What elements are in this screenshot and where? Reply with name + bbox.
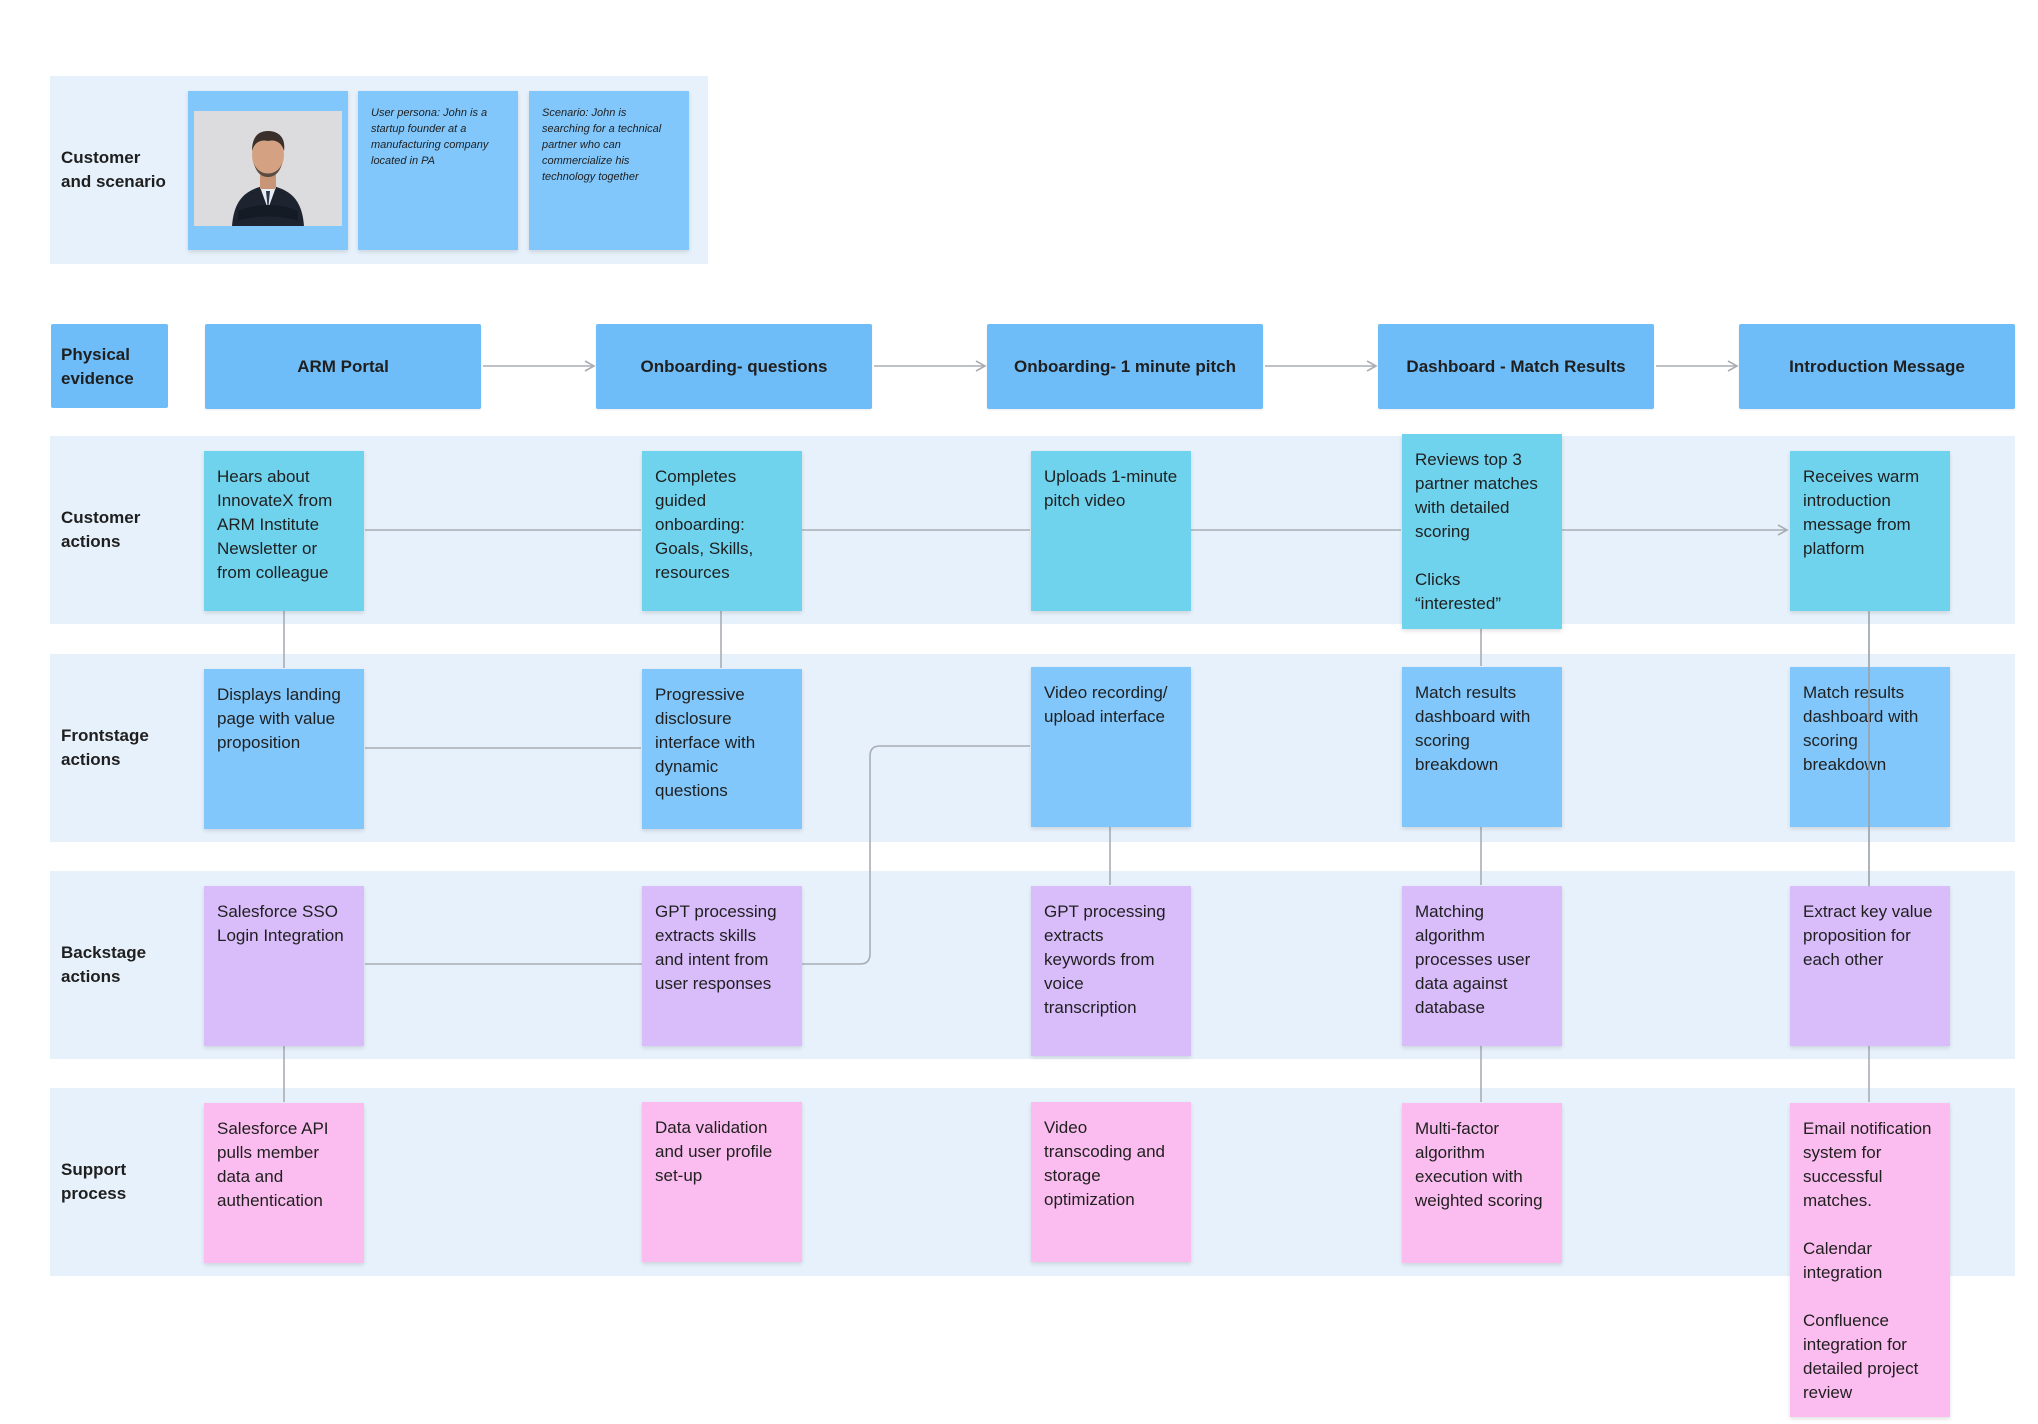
customer-action-1[interactable]: Hears about InnovateX from ARM Institute…	[204, 451, 364, 611]
frontstage-action-1[interactable]: Displays landing page with value proposi…	[204, 669, 364, 829]
frontstage-action-5[interactable]: Match results dashboard with scoring bre…	[1790, 667, 1950, 827]
lane-label-frontstage-actions: Frontstage actions	[61, 726, 149, 769]
customer-action-2[interactable]: Completes guided onboarding: Goals, Skil…	[642, 451, 802, 611]
frontstage-action-4[interactable]: Match results dashboard with scoring bre…	[1402, 667, 1562, 827]
scenario-note[interactable]: Scenario: John is searching for a techni…	[529, 91, 689, 250]
physical-evidence-onboarding-pitch[interactable]: Onboarding- 1 minute pitch	[987, 324, 1263, 409]
customer-action-3[interactable]: Uploads 1-minute pitch video	[1031, 451, 1191, 611]
support-process-3[interactable]: Video transcoding and storage optimizati…	[1031, 1102, 1191, 1262]
backstage-action-5[interactable]: Extract key value proposition for each o…	[1790, 886, 1950, 1046]
flow-backstage-to-frontstage	[365, 745, 1030, 965]
support-process-2[interactable]: Data validation and user profile set-up	[642, 1102, 802, 1262]
persona-photo-card[interactable]	[188, 91, 348, 250]
customer-action-4[interactable]: Reviews top 3 partner matches with detai…	[1402, 434, 1562, 629]
lane-label-customer-actions: Customer actions	[61, 508, 141, 551]
physical-evidence-onboarding-questions[interactable]: Onboarding- questions	[596, 324, 872, 409]
backstage-action-1[interactable]: Salesforce SSO Login Integration	[204, 886, 364, 1046]
physical-evidence-arm-portal[interactable]: ARM Portal	[205, 324, 481, 409]
persona-note[interactable]: User persona: John is a startup founder …	[358, 91, 518, 250]
backstage-action-3[interactable]: GPT processing extracts keywords from vo…	[1031, 886, 1191, 1056]
scenario-label: Customer and scenario	[61, 148, 166, 191]
customer-action-5[interactable]: Receives warm introduction message from …	[1790, 451, 1950, 611]
frontstage-action-2[interactable]: Progressive disclosure interface with dy…	[642, 669, 802, 829]
backstage-action-4[interactable]: Matching algorithm processes user data a…	[1402, 886, 1562, 1046]
backstage-action-2[interactable]: GPT processing extracts skills and inten…	[642, 886, 802, 1046]
support-process-1[interactable]: Salesforce API pulls member data and aut…	[204, 1103, 364, 1263]
physical-evidence-introduction-message[interactable]: Introduction Message	[1739, 324, 2015, 409]
lane-label-support-process: Support process	[61, 1160, 127, 1203]
support-process-5[interactable]: Email notification system for successful…	[1790, 1103, 1950, 1417]
frontstage-action-3[interactable]: Video recording/ upload interface	[1031, 667, 1191, 827]
lane-label-physical-evidence: Physical evidence	[51, 324, 168, 408]
person-portrait-icon	[194, 111, 342, 226]
persona-photo	[194, 111, 342, 226]
physical-evidence-dashboard[interactable]: Dashboard - Match Results	[1378, 324, 1654, 409]
support-process-4[interactable]: Multi-factor algorithm execution with we…	[1402, 1103, 1562, 1263]
lane-label-backstage-actions: Backstage actions	[61, 943, 147, 986]
